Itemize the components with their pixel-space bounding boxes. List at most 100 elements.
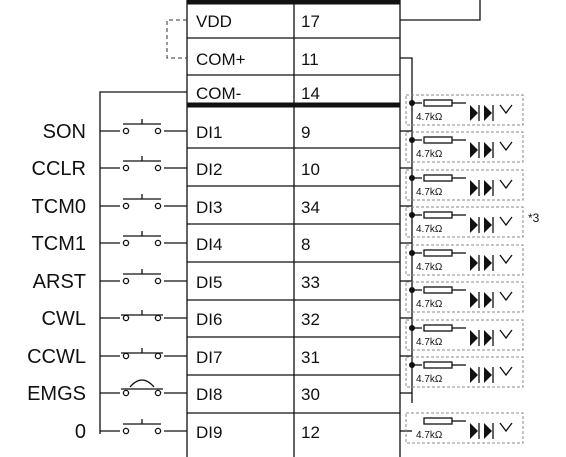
switch-terminal xyxy=(122,202,130,210)
com-minus-return-wire xyxy=(99,91,187,434)
phototransistor-icon xyxy=(499,366,513,377)
input-signal-label: DI5 xyxy=(196,273,222,292)
led-icon xyxy=(484,255,492,271)
phototransistor-icon xyxy=(499,291,513,302)
input-signal-label: DI4 xyxy=(196,235,222,254)
switch-terminal xyxy=(154,202,162,210)
input-name-label: 0 xyxy=(75,421,86,443)
opto-dashed-box xyxy=(405,94,524,126)
input-signal-label: DI3 xyxy=(196,198,222,217)
input-name-label: ARST xyxy=(33,271,86,293)
switch-no-symbol xyxy=(122,119,162,135)
phototransistor-icon xyxy=(499,179,513,190)
input-pin-number: 8 xyxy=(301,235,310,254)
resistor-value-label: 4.7kΩ xyxy=(416,337,443,348)
switch-terminal xyxy=(122,352,130,360)
opto-dashed-box xyxy=(405,169,524,201)
opto-dashed-box xyxy=(405,244,524,276)
opto-dashed-box xyxy=(405,319,524,351)
input-pin-number: 31 xyxy=(301,348,320,367)
resistor-symbol xyxy=(423,324,453,332)
switch-terminal xyxy=(122,389,130,397)
led-icon xyxy=(484,367,492,383)
resistor-symbol xyxy=(423,286,453,294)
note-label: *3 xyxy=(528,211,540,225)
resistor-symbol xyxy=(423,417,453,425)
switch-no-symbol xyxy=(122,231,162,247)
power-signal-label: COM+ xyxy=(196,50,246,69)
switch-terminal xyxy=(154,352,162,360)
resistor-value-label: 4.7kΩ xyxy=(416,149,443,160)
resistor-symbol xyxy=(423,174,453,182)
input-name-label: CCLR xyxy=(32,158,86,180)
input-name-label: TCM0 xyxy=(32,196,86,218)
resistor-value-label: 4.7kΩ xyxy=(416,299,443,310)
phototransistor-icon xyxy=(499,104,513,115)
switch-nc-emg-symbol xyxy=(121,379,163,397)
switch-no-symbol xyxy=(122,269,162,285)
power-signal-label: VDD xyxy=(196,12,232,31)
resistor-value-label: 4.7kΩ xyxy=(416,430,443,441)
input-row-di4: TCM1 DI4 8 4.7kΩ xyxy=(32,206,524,255)
opto-dashed-box xyxy=(405,281,524,313)
opto-dashed-box xyxy=(405,206,524,238)
input-name-label: EMGS xyxy=(27,383,86,405)
vdd-output-wire xyxy=(400,0,481,21)
power-signal-label: COM- xyxy=(196,84,241,103)
jumper-dashed-wire xyxy=(166,19,187,45)
led-icon xyxy=(470,292,478,308)
input-row-di2: CCLR DI2 10 4.7kΩ xyxy=(32,131,524,180)
resistor-value-label: 4.7kΩ xyxy=(416,112,443,123)
input-signal-label: DI8 xyxy=(196,385,222,404)
resistor-value-label: 4.7kΩ xyxy=(416,262,443,273)
jumper-dashed-wire xyxy=(166,48,187,59)
resistor-symbol xyxy=(423,136,453,144)
switch-no-symbol xyxy=(122,419,162,435)
led-icon xyxy=(470,105,478,121)
opto-dashed-box xyxy=(405,131,524,163)
resistor-symbol xyxy=(423,99,453,107)
resistor-value-label: 4.7kΩ xyxy=(416,187,443,198)
switch-terminal xyxy=(154,164,162,172)
switch-terminal xyxy=(122,127,130,135)
led-icon xyxy=(484,105,492,121)
phototransistor-icon xyxy=(499,216,513,227)
input-pin-number: 30 xyxy=(301,385,320,404)
resistor-value-label: 4.7kΩ xyxy=(416,224,443,235)
switch-terminal xyxy=(122,314,130,322)
emergency-stop-cap xyxy=(129,379,155,388)
switch-terminal xyxy=(154,389,162,397)
power-pin-number: 11 xyxy=(301,50,319,69)
input-signal-label: DI6 xyxy=(196,310,222,329)
input-pin-number: 32 xyxy=(301,310,320,329)
switch-terminal xyxy=(154,314,162,322)
led-icon xyxy=(470,180,478,196)
phototransistor-icon xyxy=(499,422,513,433)
input-pin-number: 33 xyxy=(301,273,320,292)
phototransistor-icon xyxy=(499,254,513,265)
opto-dashed-box xyxy=(405,412,524,444)
input-name-label: SON xyxy=(43,121,86,143)
input-pin-number: 10 xyxy=(301,160,320,179)
led-icon xyxy=(470,423,478,439)
led-icon xyxy=(470,330,478,346)
input-signal-label: DI2 xyxy=(196,160,222,179)
switch-nc-symbol xyxy=(121,310,163,322)
led-icon xyxy=(484,217,492,233)
switch-nc-symbol xyxy=(121,348,163,360)
led-icon xyxy=(484,142,492,158)
input-name-label: CWL xyxy=(42,308,86,330)
input-pin-number: 9 xyxy=(301,123,310,142)
phototransistor-icon xyxy=(499,329,513,340)
switch-terminal xyxy=(122,427,130,435)
input-name-label: TCM1 xyxy=(32,233,86,255)
switch-terminal xyxy=(154,277,162,285)
switch-terminal xyxy=(122,164,130,172)
led-icon xyxy=(484,180,492,196)
switch-no-symbol xyxy=(122,156,162,172)
input-name-label: CCWL xyxy=(27,346,86,368)
